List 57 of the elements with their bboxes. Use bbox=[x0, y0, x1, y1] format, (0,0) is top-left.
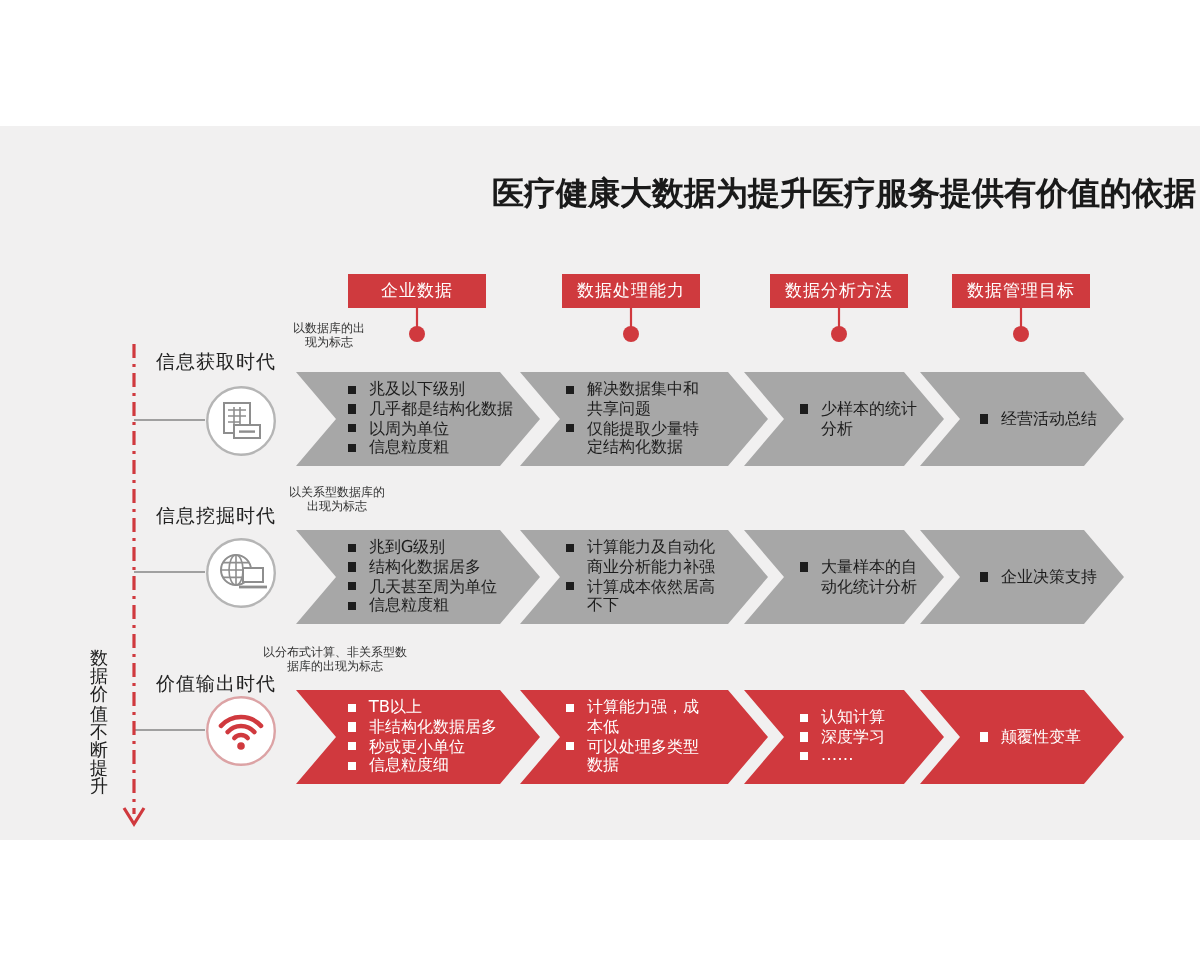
bullet-text: 颠覆性变革 bbox=[1000, 727, 1083, 747]
bullet-text: 深度学习 bbox=[820, 727, 887, 747]
header-box: 数据管理目标 bbox=[952, 274, 1090, 308]
bullet-text: 计算能力及自动化商业分析能力补强 bbox=[586, 538, 717, 577]
bullet-text: 计算成本依然居高不下 bbox=[586, 577, 717, 616]
bullet-text: 兆到G级别 bbox=[368, 538, 448, 558]
pin-line bbox=[1013, 308, 1029, 342]
globe-icon bbox=[205, 537, 275, 607]
bullet-text: 信息粒度细 bbox=[368, 756, 451, 776]
chevron-box bbox=[296, 530, 540, 624]
bullet-text: 几乎都是结构化数据 bbox=[368, 399, 515, 419]
bullet-text: 解决数据集中和共享问题 bbox=[586, 380, 701, 419]
chevron-box bbox=[920, 690, 1124, 784]
connector-line bbox=[134, 570, 205, 574]
title: 医疗健康大数据为提升医疗服务提供有价值的依据 bbox=[492, 176, 1196, 212]
chevron-box bbox=[744, 372, 944, 466]
chevron-box bbox=[520, 372, 768, 466]
bullet-text: 兆及以下级别 bbox=[368, 380, 467, 400]
bullet-text: 经营活动总结 bbox=[1000, 409, 1099, 429]
bullet-text: 非结构化数据居多 bbox=[368, 717, 499, 737]
bullet-text: 几天甚至周为单位 bbox=[368, 577, 499, 596]
era-label: 信息挖掘时代 bbox=[156, 506, 276, 528]
bullet-text: 认知计算 bbox=[820, 707, 887, 728]
bullet-text: 信息粒度粗 bbox=[368, 438, 451, 458]
header-box: 数据分析方法 bbox=[770, 274, 908, 308]
chevron-box bbox=[920, 372, 1124, 466]
era-label: 信息获取时代 bbox=[156, 352, 276, 374]
bullet-text: 可以处理多类型数据 bbox=[586, 737, 701, 776]
bullet-text: …… bbox=[820, 746, 856, 767]
connector-line bbox=[134, 418, 205, 422]
chevron-box bbox=[744, 530, 944, 624]
chevron-box bbox=[520, 530, 768, 624]
pin-line bbox=[831, 308, 847, 342]
bullet-text: 以周为单位 bbox=[368, 419, 451, 438]
bullet-text: 信息粒度粗 bbox=[368, 596, 451, 616]
bullet-text: 少样本的统计分析 bbox=[820, 399, 919, 439]
era-label: 价值输出时代 bbox=[156, 674, 276, 696]
bullet-text: 秒或更小单位 bbox=[368, 737, 467, 756]
wifi-icon bbox=[205, 695, 275, 765]
header-box: 企业数据 bbox=[348, 274, 486, 308]
chevron-box bbox=[296, 690, 540, 784]
bullet-text: 结构化数据居多 bbox=[368, 557, 483, 577]
connector-line bbox=[134, 728, 205, 732]
bullet-text: 企业决策支持 bbox=[1000, 567, 1099, 587]
header-box: 数据处理能力 bbox=[562, 274, 700, 308]
chevron-box bbox=[920, 530, 1124, 624]
document-icon bbox=[205, 385, 275, 455]
bullet-text: TB以上 bbox=[368, 698, 425, 718]
chevron-box bbox=[296, 372, 540, 466]
pin-line bbox=[623, 308, 639, 342]
pin-line bbox=[409, 308, 425, 342]
axis-label: 数据价值不断提升 bbox=[90, 652, 109, 800]
chevron-box bbox=[520, 690, 768, 784]
bullet-text: 计算能力强，成本低 bbox=[586, 698, 701, 737]
bullet-text: 仅能提取少量特定结构化数据 bbox=[586, 419, 701, 458]
chevron-box bbox=[744, 690, 944, 784]
bullet-text: 大量样本的自动化统计分析 bbox=[820, 557, 919, 597]
